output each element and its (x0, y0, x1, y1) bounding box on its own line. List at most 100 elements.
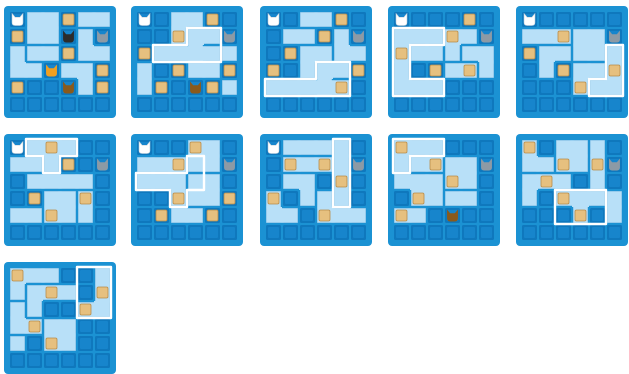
puzzle-board-5[interactable] (516, 6, 628, 118)
piece-cell (204, 29, 220, 44)
piece-cell (170, 174, 186, 190)
empty-cell-inner (575, 14, 586, 25)
crate-tile (63, 48, 74, 59)
empty-cell-inner (541, 210, 552, 221)
piece-cell (27, 28, 43, 44)
piece-cell (222, 80, 237, 95)
piece-cell (27, 46, 43, 61)
sliding-piece[interactable] (283, 29, 315, 44)
empty-cell-inner (285, 227, 296, 238)
empty-cell-inner (46, 227, 57, 238)
puzzle-board-3[interactable] (260, 6, 372, 118)
empty-cell-inner (558, 99, 569, 110)
crate-tile (575, 82, 586, 93)
piece-cell (187, 46, 204, 61)
piece-cell (171, 208, 187, 223)
crate-tile (173, 31, 184, 42)
piece-cell (60, 335, 76, 351)
piece-cell (334, 29, 349, 45)
piece-cell (394, 62, 409, 79)
crate-tile (558, 65, 569, 76)
empty-cell-inner (464, 210, 475, 221)
empty-cell-inner (268, 227, 279, 238)
piece-cell (539, 46, 555, 62)
piece-cell (60, 285, 76, 300)
puzzle-board-9[interactable] (388, 134, 500, 246)
empty-cell-inner (29, 227, 40, 238)
piece-cell (607, 191, 622, 207)
sliding-piece[interactable] (300, 12, 332, 27)
empty-cell-inner (609, 176, 620, 187)
piece-cell (538, 157, 554, 172)
sliding-piece[interactable] (573, 29, 605, 61)
sliding-piece[interactable] (27, 46, 59, 61)
piece-cell (317, 63, 333, 79)
puzzle-board-10[interactable] (516, 134, 628, 246)
crate-tile (97, 65, 108, 76)
sliding-piece[interactable] (283, 140, 332, 155)
puzzle-board-11[interactable] (4, 262, 116, 374)
puzzle-board-4[interactable] (388, 6, 500, 118)
sliding-piece[interactable] (411, 46, 443, 61)
sliding-piece[interactable] (78, 12, 110, 27)
crate-tile (558, 193, 569, 204)
piece-cell (94, 12, 110, 27)
empty-cell-inner (224, 142, 235, 153)
piece-cell (188, 174, 204, 190)
empty-cell-inner (447, 82, 458, 93)
piece-cell (427, 140, 443, 155)
crate-tile (336, 14, 347, 25)
empty-cell-inner (481, 14, 492, 25)
piece-cell (299, 174, 315, 190)
sliding-piece[interactable] (222, 80, 237, 95)
puzzle-board-6[interactable] (4, 134, 116, 246)
empty-cell-inner (80, 270, 91, 281)
piece-cell (94, 46, 110, 61)
sliding-piece[interactable] (445, 191, 477, 206)
piece-cell (607, 46, 622, 62)
sliding-piece[interactable] (171, 208, 203, 223)
sliding-piece[interactable] (27, 12, 59, 44)
piece-cell (478, 46, 494, 62)
sliding-piece[interactable] (10, 336, 25, 351)
piece-cell (44, 156, 59, 172)
puzzle-board-1[interactable] (4, 6, 116, 118)
piece-cell (266, 80, 282, 95)
empty-cell-inner (609, 227, 620, 238)
piece-cell (572, 140, 588, 156)
sliding-piece[interactable] (10, 208, 42, 223)
piece-cell (27, 12, 43, 28)
puzzle-board-7[interactable] (131, 134, 243, 246)
piece-cell (299, 80, 316, 95)
piece-cell (300, 62, 315, 78)
piece-cell (153, 174, 170, 189)
crate-tile (46, 142, 57, 153)
piece-cell (26, 63, 42, 78)
piece-cell (394, 79, 410, 95)
sliding-piece[interactable] (607, 191, 622, 223)
empty-cell-inner (302, 227, 313, 238)
puzzle-board-2[interactable] (131, 6, 243, 118)
sliding-piece[interactable] (154, 46, 220, 61)
sliding-piece[interactable] (10, 157, 42, 172)
piece-cell (10, 157, 26, 172)
sliding-piece[interactable] (334, 140, 349, 206)
empty-cell-inner (353, 142, 364, 153)
piece-cell (572, 156, 588, 172)
piece-cell (10, 336, 25, 351)
empty-cell-inner (302, 99, 313, 110)
puzzle-board-8[interactable] (260, 134, 372, 246)
sliding-piece[interactable] (27, 174, 93, 189)
sliding-piece[interactable] (394, 29, 443, 95)
piece-cell (26, 268, 43, 283)
piece-cell (204, 190, 220, 206)
piece-cell (78, 29, 93, 45)
empty-cell-inner (541, 227, 552, 238)
crate-tile (396, 142, 407, 153)
sliding-piece[interactable] (137, 63, 152, 95)
empty-cell-inner (207, 99, 218, 110)
piece-cell (78, 79, 93, 95)
piece-cell (410, 174, 427, 190)
piece-cell (590, 173, 605, 189)
piece-cell (27, 285, 43, 301)
